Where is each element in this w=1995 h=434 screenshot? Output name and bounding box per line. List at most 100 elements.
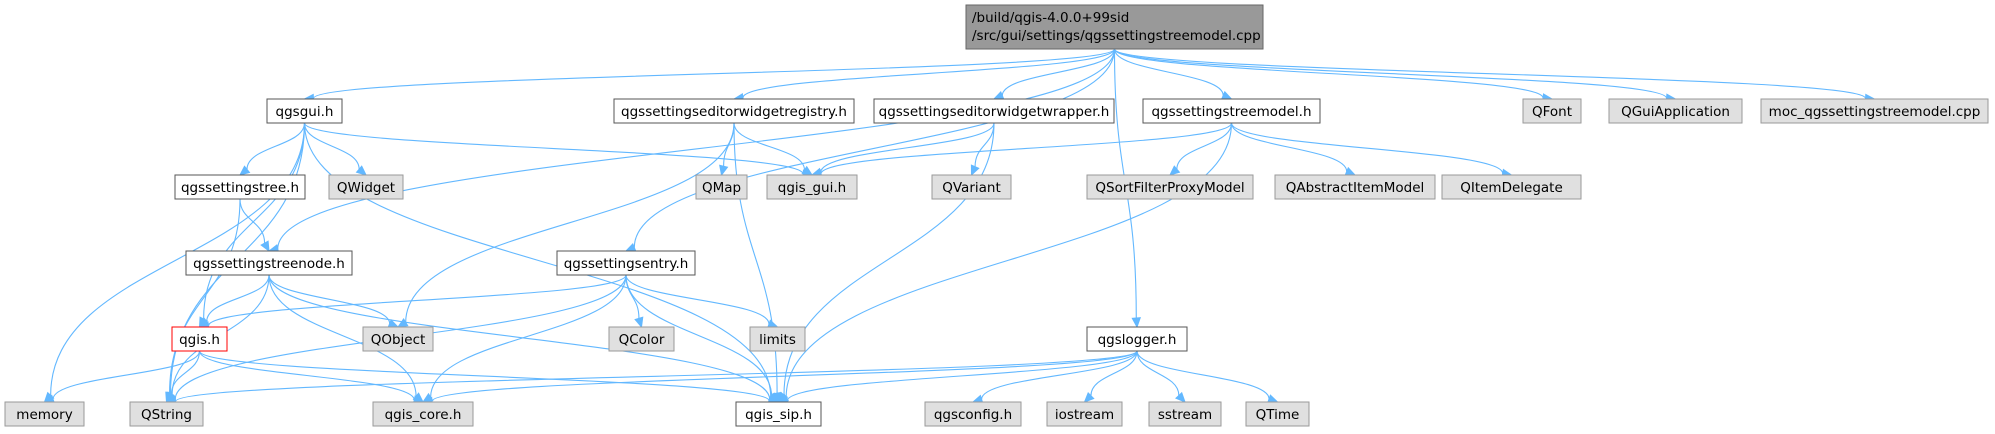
node-box	[608, 326, 675, 352]
edge-line	[203, 122, 306, 319]
edge-qgslogger-to-qgissip	[777, 350, 1138, 406]
edge-qgsgui-to-qwidget	[303, 122, 367, 176]
edge-qgsgui-to-settingstree	[239, 122, 306, 176]
node-qgssettingsentry-h[interactable]: qgssettingsentry.h	[556, 250, 696, 276]
node-label: moc_qgssettingstreemodel.cpp	[1769, 104, 1981, 120]
arrowhead	[165, 391, 176, 404]
node-box	[185, 250, 353, 276]
edge-settingstree-to-treenode	[239, 198, 270, 253]
node-qgslogger-h[interactable]: qgslogger.h	[1086, 326, 1188, 352]
edge-treemodel-to-qsortfilter	[1169, 122, 1233, 176]
node-qgssettingstree-h[interactable]: qgssettingstree.h	[174, 174, 306, 200]
node-qobject: QObject	[362, 326, 434, 352]
node-qgis-h[interactable]: qgis.h	[171, 326, 228, 352]
edge-line	[207, 274, 627, 327]
edge-line	[820, 122, 1233, 175]
edge-line	[1136, 350, 1270, 400]
node-label: qgssettingstreemodel.h	[1151, 104, 1311, 120]
edge-qgslogger-to-qtime	[1136, 350, 1279, 404]
edge-root-to-moc	[1113, 48, 1876, 104]
node-qgssettingstreenode-h[interactable]: qgssettingstreenode.h	[185, 250, 353, 276]
node-box	[1760, 98, 1989, 124]
arrowhead	[396, 317, 409, 328]
node-box	[362, 326, 434, 352]
node-label: qgssettingseditorwidgetwrapper.h	[879, 104, 1110, 120]
arrowhead	[1131, 317, 1141, 329]
edge-qgis-to-qgissip	[198, 350, 780, 406]
edge-line	[1136, 350, 1180, 396]
node-qgsgui-h[interactable]: qgsgui.h	[266, 98, 343, 124]
node-box	[1046, 401, 1123, 427]
edge-line	[431, 350, 1138, 402]
node-qgsconfig-h: qgsconfig.h	[924, 401, 1022, 427]
node-label: /src/gui/settings/qgssettingstreemodel.c…	[972, 28, 1261, 44]
node-qitemdelegate: QItemDelegate	[1441, 174, 1582, 200]
node-box	[1441, 174, 1582, 200]
node-label: qgssettingstreenode.h	[193, 256, 345, 272]
node-box	[873, 98, 1115, 124]
edge-root-to-settingsentry	[624, 48, 1116, 252]
edge-treemodel-to-qgissip	[777, 122, 1233, 403]
edge-line	[268, 274, 771, 400]
arrowhead	[1175, 391, 1186, 403]
node-box	[749, 326, 806, 352]
edge-root-to-qfont	[1113, 48, 1554, 103]
node-qmap: QMap	[695, 174, 748, 200]
edge-settingsentry-to-qgis	[198, 274, 627, 331]
node-label: qgssettingsentry.h	[564, 256, 689, 272]
node-label: QFont	[1532, 104, 1572, 120]
arrowhead	[1083, 391, 1095, 403]
arrowhead	[634, 316, 644, 329]
node-label: qgis_sip.h	[745, 407, 812, 423]
edge-line	[1230, 122, 1348, 172]
node-sstream: sstream	[1148, 401, 1222, 427]
edge-line	[405, 122, 735, 323]
node-qsortfilterproxymodel: QSortFilterProxyModel	[1086, 174, 1254, 200]
node-label: qgssettingseditorwidgetregistry.h	[621, 104, 847, 120]
node-label: qgis_core.h	[385, 407, 462, 423]
arrowhead	[239, 165, 251, 176]
node-src-gui-settings-qgssettingstreemodel-cpp[interactable]: /build/qgis-4.0.0+99sid/src/gui/settings…	[965, 4, 1264, 50]
edge-line	[785, 122, 1233, 398]
edge-treemodel-to-qabstractitem	[1230, 122, 1357, 176]
arrowhead	[1169, 165, 1181, 176]
edge-settingstree-to-qstring	[165, 198, 241, 404]
edge-line	[1090, 350, 1138, 396]
node-qgis-core-h: qgis_core.h	[372, 401, 474, 427]
edge-treemodel-to-qgisgui	[810, 122, 1233, 179]
edge-line	[239, 198, 266, 244]
node-label: QVariant	[942, 180, 1001, 196]
node-label: QTime	[1256, 407, 1300, 423]
edge-line	[198, 350, 771, 402]
edge-line	[742, 48, 1116, 99]
node-qabstractitemmodel: QAbstractItemModel	[1274, 174, 1436, 200]
edge-line	[277, 48, 1116, 249]
node-qgssettingseditorwidgetregistry-h[interactable]: qgssettingseditorwidgetregistry.h	[613, 98, 855, 124]
node-qvariant: QVariant	[931, 174, 1012, 200]
edge-qgslogger-to-iostream	[1083, 350, 1138, 403]
edge-root-to-qguiapp	[1113, 48, 1677, 103]
node-box	[556, 250, 696, 276]
node-qgssettingseditorwidgetwrapper-h[interactable]: qgssettingseditorwidgetwrapper.h	[873, 98, 1115, 124]
edge-qgslogger-to-qstring	[165, 350, 1138, 407]
edge-treenode-to-qobject	[268, 274, 400, 328]
node-limits: limits	[749, 326, 806, 352]
node-box	[735, 401, 822, 427]
edge-line	[50, 122, 306, 396]
edge-treenode-to-qgis	[198, 274, 270, 328]
edge-line	[198, 350, 415, 401]
node-qgis-sip-h[interactable]: qgis_sip.h	[735, 401, 822, 427]
edge-line	[1113, 48, 1867, 99]
node-qcolor: QColor	[608, 326, 675, 352]
arrowhead	[719, 164, 729, 177]
edge-settingsentry-to-limits	[625, 274, 779, 329]
edge-editorreg-to-qgisgui	[733, 122, 814, 176]
edge-line	[981, 350, 1138, 400]
node-label: qgsgui.h	[276, 104, 334, 120]
node-label: qgsconfig.h	[934, 407, 1012, 423]
node-label: QColor	[619, 332, 665, 348]
node-label: QGuiApplication	[1621, 104, 1730, 120]
node-box	[965, 4, 1264, 50]
node-qgssettingstreemodel-h[interactable]: qgssettingstreemodel.h	[1142, 98, 1321, 124]
node-box	[1086, 174, 1254, 200]
